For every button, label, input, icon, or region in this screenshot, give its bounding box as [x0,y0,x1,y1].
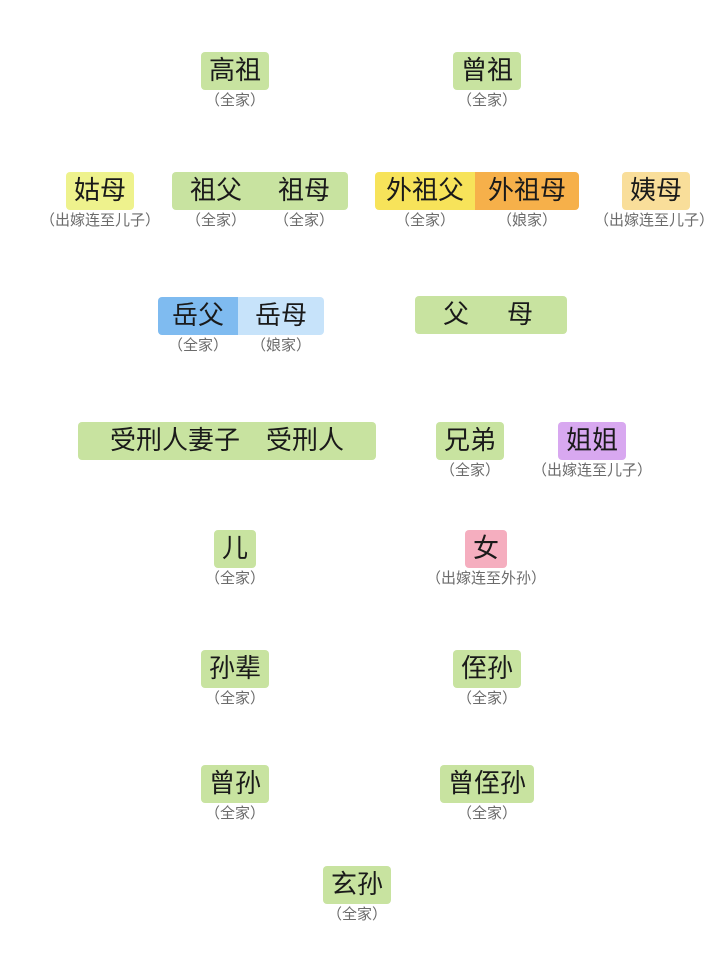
node-gaozu: 高祖 （全家） [193,52,277,109]
node-yimu: 姨母 （出嫁连至儿子） [588,172,724,229]
node-nv-label: 女 [464,530,507,568]
node-waizufu-note: （全家） [394,211,455,229]
node-waizumu-note: （娘家） [496,211,557,229]
node-cengzu-note: （全家） [456,91,517,109]
node-gumu-label: 姑母 [65,172,134,210]
node-zhisun: 侄孙 （全家） [445,650,529,707]
node-waizufu-label: 外祖父 [375,172,475,210]
node-cengsun-note: （全家） [204,804,265,822]
node-yuemu-label: 岳母 [238,297,324,335]
node-sunbei: 孙辈 （全家） [193,650,277,707]
node-shouxingren: 受刑人妻子 受刑人 [78,422,376,460]
node-xuansun: 玄孙 （全家） [315,866,399,923]
node-gaozu-label: 高祖 [200,52,269,90]
node-jiejie-label: 姐姐 [557,422,626,460]
node-er-label: 儿 [213,530,256,568]
node-zumu-note: （全家） [273,211,334,229]
node-nv-note: （出嫁连至外孙） [425,569,546,587]
node-er-note: （全家） [204,569,265,587]
node-jiejie: 姐姐 （出嫁连至儿子） [520,422,664,479]
node-cengzhisun-label: 曾侄孙 [439,765,534,803]
node-cengzu-label: 曾祖 [452,52,521,90]
node-cengsun: 曾孙 （全家） [193,765,277,822]
node-yimu-label: 姨母 [621,172,690,210]
node-fumu-label: 父 母 [415,296,567,334]
node-gumu: 姑母 （出嫁连至儿子） [28,172,172,229]
node-waizufu-waizumu: 外祖父 （全家） 外祖母 （娘家） [375,172,579,229]
node-yuemu-note: （娘家） [250,336,311,354]
node-yimu-note: （出嫁连至儿子） [593,211,714,229]
node-cengsun-label: 曾孙 [200,765,269,803]
node-zufu-note: （全家） [185,211,246,229]
node-shouxingren-label: 受刑人妻子 受刑人 [78,422,376,460]
node-gumu-note: （出嫁连至儿子） [39,211,160,229]
node-waizumu-label: 外祖母 [475,172,579,210]
node-xiongdi: 兄弟 （全家） [428,422,512,479]
node-zhisun-label: 侄孙 [452,650,521,688]
node-yuefu-note: （全家） [167,336,228,354]
node-cengzhisun: 曾侄孙 （全家） [436,765,538,822]
node-xuansun-note: （全家） [326,905,387,923]
node-yuefu-label: 岳父 [158,297,238,335]
node-gaozu-note: （全家） [204,91,265,109]
node-xiongdi-label: 兄弟 [435,422,504,460]
node-zufu-zumu: 祖父 （全家） 祖母 （全家） [172,172,348,229]
node-zufu-label: 祖父 [172,172,260,210]
node-zhisun-note: （全家） [456,689,517,707]
node-fumu: 父 母 [415,296,567,334]
node-sunbei-label: 孙辈 [200,650,269,688]
node-er: 儿 （全家） [196,530,274,587]
node-jiejie-note: （出嫁连至儿子） [531,461,652,479]
node-sunbei-note: （全家） [204,689,265,707]
node-xiongdi-note: （全家） [439,461,500,479]
node-cengzu: 曾祖 （全家） [445,52,529,109]
node-yuefu-yuemu: 岳父 （全家） 岳母 （娘家） [158,297,324,354]
node-xuansun-label: 玄孙 [322,866,391,904]
node-cengzhisun-note: （全家） [456,804,517,822]
node-nv: 女 （出嫁连至外孙） [414,530,558,587]
node-zumu-label: 祖母 [260,172,348,210]
